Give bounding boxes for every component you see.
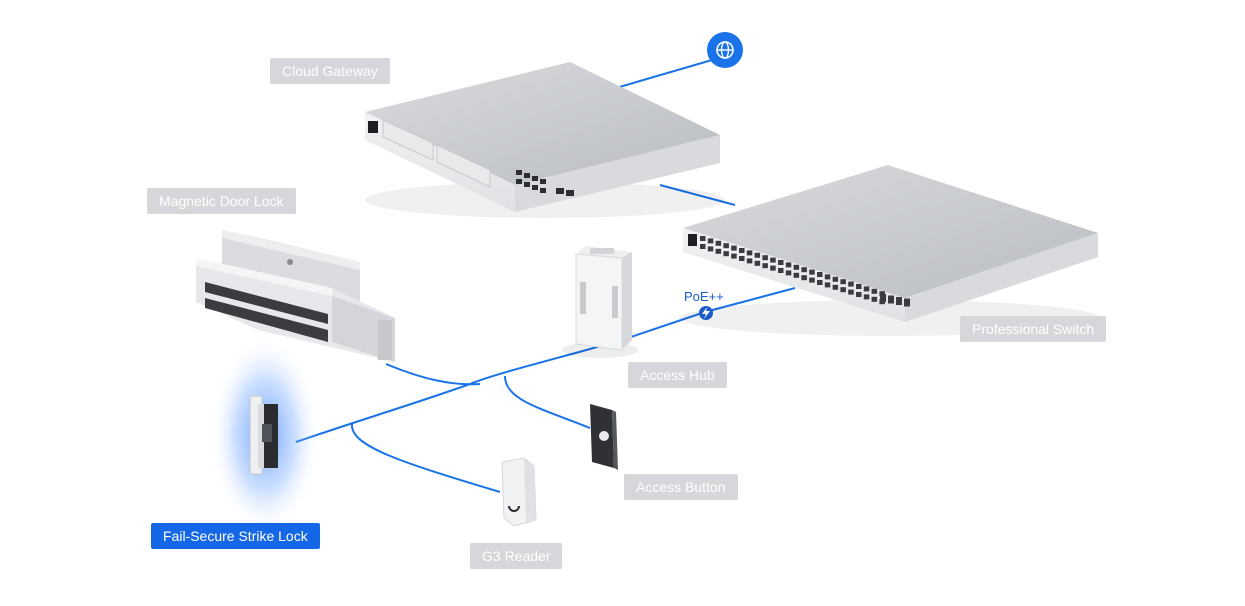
switch-port xyxy=(739,248,745,253)
switch-port xyxy=(801,275,807,281)
label-g3-reader[interactable]: G3 Reader xyxy=(470,543,563,569)
switch-port xyxy=(871,288,878,294)
switch-port xyxy=(746,258,753,264)
switch-port xyxy=(856,284,862,289)
switch-port xyxy=(848,289,854,295)
switch-sfp-port xyxy=(880,294,886,302)
switch-port xyxy=(731,253,737,259)
switch-port xyxy=(731,245,737,251)
switch-port xyxy=(832,276,839,282)
professional-switch-device[interactable] xyxy=(680,165,1100,336)
switch-port xyxy=(824,274,831,280)
switch-port xyxy=(754,260,761,266)
switch-port xyxy=(707,238,714,244)
access-hub-device[interactable] xyxy=(562,246,638,358)
switch-port xyxy=(785,262,792,268)
switch-port xyxy=(700,236,706,241)
magnetic-door-lock-device[interactable] xyxy=(196,230,395,362)
switch-port xyxy=(707,246,714,252)
switch-sfp-port xyxy=(904,298,910,307)
switch-port xyxy=(809,277,815,283)
switch-port xyxy=(832,284,839,290)
g3-reader-device[interactable] xyxy=(501,457,537,527)
switch-port xyxy=(700,244,706,249)
switch-port xyxy=(770,257,776,263)
switch-port xyxy=(863,294,870,300)
switch-port xyxy=(793,264,800,270)
switch-port xyxy=(762,263,768,269)
label-cloud-gateway[interactable]: Cloud Gateway xyxy=(270,58,390,84)
switch-port xyxy=(879,291,885,297)
access-button-device[interactable] xyxy=(590,404,618,470)
switch-port xyxy=(762,255,768,261)
switch-port xyxy=(840,279,846,285)
poe-label: PoE++ xyxy=(684,289,724,304)
switch-port xyxy=(723,251,729,257)
cable-gateway-switch xyxy=(659,184,736,206)
fail-secure-strike-lock-device[interactable] xyxy=(210,335,320,535)
switch-port xyxy=(817,280,823,285)
switch-port xyxy=(801,267,807,273)
switch-port xyxy=(723,243,729,249)
switch-port xyxy=(754,252,761,258)
switch-port xyxy=(715,240,722,246)
label-professional-switch[interactable]: Professional Switch xyxy=(960,316,1107,342)
label-access-button[interactable]: Access Button xyxy=(624,474,738,500)
switch-port xyxy=(770,265,776,271)
switch-port xyxy=(793,272,800,278)
switch-sfp-port xyxy=(896,297,902,305)
switch-port xyxy=(848,281,854,287)
switch-port xyxy=(746,250,753,256)
lightning-icon xyxy=(699,306,713,320)
switch-port xyxy=(856,292,862,297)
switch-port xyxy=(809,269,815,275)
switch-port xyxy=(739,256,745,261)
globe-icon[interactable] xyxy=(707,32,743,68)
cable-reader xyxy=(350,423,501,493)
cable-maglock xyxy=(385,363,481,386)
cloud-gateway-device[interactable] xyxy=(365,62,725,218)
switch-port xyxy=(871,296,878,302)
switch-sfp-port xyxy=(888,295,894,304)
switch-port xyxy=(840,287,846,293)
switch-port xyxy=(785,270,792,276)
switch-port xyxy=(778,268,784,273)
cable-access-button xyxy=(504,375,591,429)
label-access-hub[interactable]: Access Hub xyxy=(628,362,727,388)
label-fail-secure-strike-lock[interactable]: Fail-Secure Strike Lock xyxy=(151,523,320,549)
switch-port xyxy=(824,282,831,288)
switch-port xyxy=(863,286,870,292)
label-magnetic-door-lock[interactable]: Magnetic Door Lock xyxy=(147,188,296,214)
switch-port xyxy=(817,272,823,277)
switch-port xyxy=(778,260,784,265)
switch-port xyxy=(715,248,722,254)
